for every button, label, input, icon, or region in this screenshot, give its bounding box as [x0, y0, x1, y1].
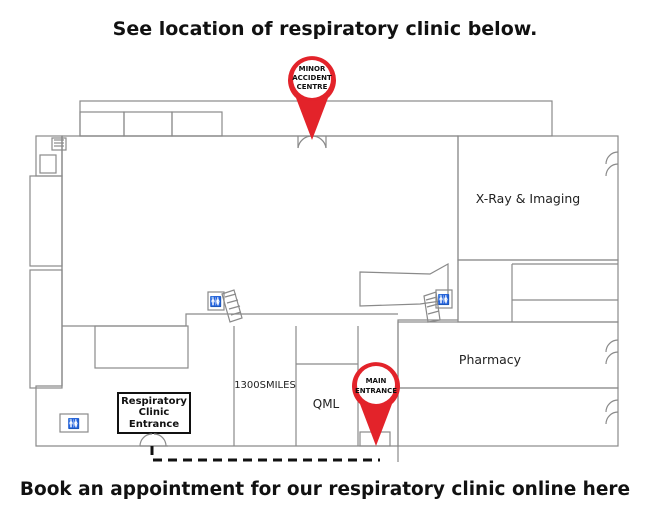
route-path [150, 446, 380, 462]
room-right-mid [457, 259, 619, 323]
svg-text:Respiratory: Respiratory [121, 396, 187, 407]
door-icon [605, 151, 619, 425]
svg-text:Clinic: Clinic [139, 407, 170, 418]
stairs-icon [51, 137, 67, 151]
book-appointment-link[interactable]: Book an appointment for our respiratory … [19, 479, 631, 500]
room-lower-left [94, 325, 189, 369]
svg-text:🚻: 🚻 [438, 293, 450, 306]
toilet-icon: 🚻 [207, 291, 225, 311]
pharmacy-label: Pharmacy [459, 352, 522, 367]
main-entrance-pin-label: MAIN [366, 377, 387, 385]
respiratory-clinic-sign: Respiratory Clinic Entrance [117, 392, 191, 434]
qml-label: QML [313, 397, 340, 411]
xray-label: X-Ray & Imaging [476, 191, 580, 206]
svg-text:Entrance: Entrance [129, 419, 179, 430]
toilet-icon: 🚻 [59, 413, 89, 433]
room-top-3 [171, 111, 223, 137]
left-annex-mid [29, 175, 63, 267]
minor-accident-pin-label: MINOR [299, 65, 326, 73]
room-top-2 [123, 111, 173, 137]
svg-text:🚻: 🚻 [68, 417, 80, 430]
minor-accident-pin-label: ACCIDENT [292, 74, 332, 82]
minor-accident-pin-label: CENTRE [297, 83, 328, 91]
ramp [359, 262, 449, 307]
location-pin-icon [287, 56, 336, 140]
page-heading: See location of respiratory clinic below… [112, 18, 538, 40]
svg-text:🚻: 🚻 [210, 295, 222, 308]
smiles-label: 1300SMILES [234, 380, 296, 391]
door-icon [139, 433, 168, 447]
stairs-icon [221, 289, 243, 323]
toilet-icon: 🚻 [435, 289, 453, 309]
room-top-1 [79, 111, 125, 137]
left-annex-low [29, 269, 63, 389]
room-lower-right [397, 387, 619, 447]
location-pin-icon [352, 362, 400, 446]
main-entrance-pin-label: ENTRANCE [355, 387, 397, 395]
